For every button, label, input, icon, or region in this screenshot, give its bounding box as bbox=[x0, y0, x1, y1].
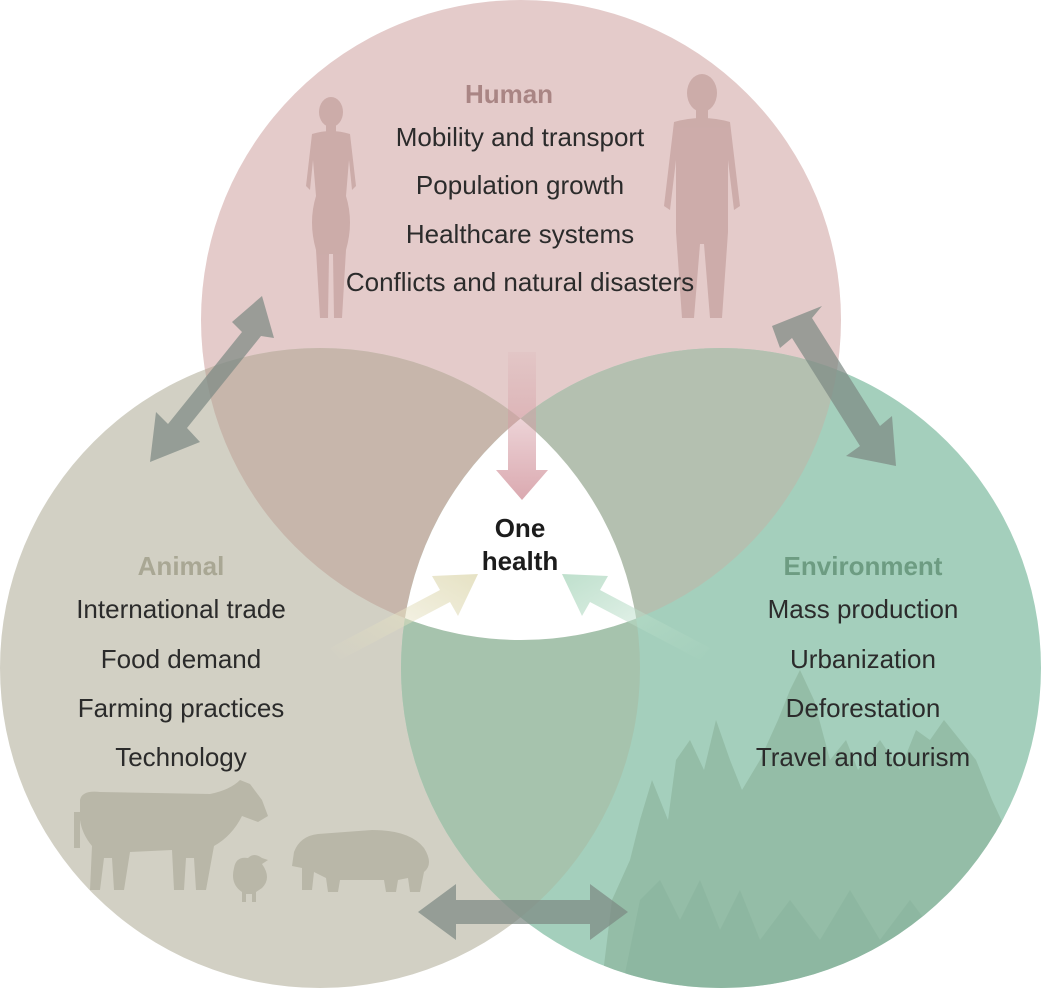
center-label: One health bbox=[482, 512, 559, 578]
environment-title: Environment bbox=[783, 551, 943, 581]
animal-item: Food demand bbox=[100, 644, 262, 674]
animal-item: Farming practices bbox=[77, 693, 285, 723]
cow-silhouette-icon bbox=[74, 780, 268, 890]
environment-to-center-arrow bbox=[562, 574, 710, 660]
human-item: Conflicts and natural disasters bbox=[345, 267, 695, 297]
human-title: Human bbox=[464, 79, 554, 109]
one-health-center bbox=[401, 348, 640, 640]
center-label-line1: One bbox=[494, 513, 546, 543]
woman-silhouette-icon bbox=[306, 97, 356, 318]
human-item: Healthcare systems bbox=[405, 219, 635, 249]
human-item: Population growth bbox=[415, 170, 625, 200]
center-label-line2: health bbox=[481, 546, 559, 576]
environment-item: Travel and tourism bbox=[755, 742, 971, 772]
animal-item: International trade bbox=[76, 594, 286, 624]
man-silhouette-icon bbox=[664, 74, 740, 318]
environment-item: Deforestation bbox=[785, 693, 941, 723]
human-to-center-arrow bbox=[496, 352, 548, 500]
animal-environment-double-arrow[interactable] bbox=[418, 884, 628, 940]
chicken-silhouette-icon bbox=[233, 855, 268, 902]
animal-title: Animal bbox=[137, 551, 225, 581]
pig-silhouette-icon bbox=[292, 830, 429, 892]
animal-item: Technology bbox=[115, 742, 247, 772]
animal-to-center-arrow bbox=[330, 574, 478, 660]
human-environment-double-arrow[interactable] bbox=[772, 306, 896, 466]
environment-item: Urbanization bbox=[790, 644, 936, 674]
human-item: Mobility and transport bbox=[395, 122, 645, 152]
environment-item: Mass production bbox=[767, 594, 959, 624]
human-animal-double-arrow[interactable] bbox=[150, 296, 274, 462]
